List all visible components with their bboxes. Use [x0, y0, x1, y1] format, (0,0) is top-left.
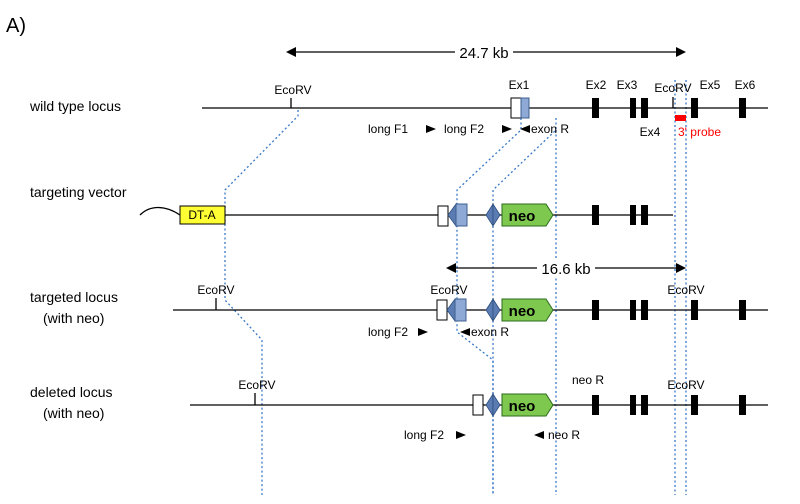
deleted-locus: deleted locus (with neo) EcoRV neo neo R… [30, 373, 768, 442]
deleted-neo-cassette [501, 393, 554, 417]
vector-exon2 [592, 205, 599, 225]
arrowhead-left [286, 47, 296, 57]
primer-long-f2-label-del: long F2 [404, 428, 444, 442]
primer-exon-r-arrow-tg [460, 328, 470, 336]
primer-long-f2-arrow-tg [418, 328, 428, 336]
deleted-loxp-2a [485, 392, 494, 418]
primer-exon-r-label-tg: exon R [471, 325, 509, 339]
measure-label-bg [455, 42, 513, 60]
ecorv-label-wt-1: EcoRV [274, 83, 311, 97]
vector-loxp-left [447, 202, 457, 228]
dta-cassette [179, 205, 226, 225]
plasmid-backbone-curve [139, 206, 181, 216]
targeted-exon1-utr [436, 299, 448, 321]
primer-long-f2-arrow-del [456, 431, 466, 439]
deleted-exon2 [592, 395, 599, 415]
vector-loxp-2b [492, 202, 501, 228]
targeted-exon4 [641, 300, 648, 320]
deleted-exon3 [630, 395, 636, 415]
targeted-neo-cassette [501, 298, 554, 322]
exon1-utr-box [510, 97, 522, 119]
exon1-right-alignment-line [492, 118, 557, 495]
vector-neo-label: neo [509, 208, 536, 225]
row-label-vector: targeting vector [30, 184, 127, 200]
dta-label: DT-A [188, 208, 215, 222]
deleted-exon1-utr [472, 394, 484, 416]
arrowhead-left-2 [446, 263, 456, 273]
ecorv-label-tg-3: EcoRV [667, 283, 704, 297]
row-label-deleted-1: deleted locus [30, 384, 113, 400]
deleted-exon5 [691, 395, 698, 415]
arrowhead-right-2 [676, 263, 686, 273]
deleted-exon6 [739, 395, 746, 415]
primer-long-f2-label-tg: long F2 [368, 325, 408, 339]
targeted-exon6 [739, 300, 746, 320]
ex5-label: Ex5 [700, 78, 721, 92]
wild-type-locus: wild type locus EcoRV Ex1 Ex2 Ex3 Ex4 Ec… [29, 78, 768, 139]
vector-exon1-utr [437, 205, 449, 227]
targeted-loxp-2b [492, 297, 501, 323]
measure-24-7kb: 24.7 kb [286, 42, 686, 62]
deleted-exon4 [641, 395, 648, 415]
exon1-alignment-line [456, 118, 522, 495]
targeted-loxp-left [446, 297, 456, 323]
targeted-exon5 [691, 300, 698, 320]
ecorv-label-del-1: EcoRV [238, 378, 275, 392]
vector-exon4 [641, 205, 648, 225]
ecorv-alignment-line [224, 110, 299, 495]
exon3 [630, 98, 636, 118]
targeted-exon2 [592, 300, 599, 320]
targeted-neo-label: neo [509, 303, 536, 320]
primer-neo-r-arrow-del [534, 431, 544, 439]
vector-neo-cassette [501, 203, 554, 227]
targeted-loxp-2a [485, 297, 494, 323]
measure-16-6kb: 16.6 kb [446, 258, 686, 278]
deleted-loxp-2b [492, 392, 501, 418]
primer-long-f2-label-wt: long F2 [444, 122, 484, 136]
exon4 [641, 98, 648, 118]
deleted-neo-label: neo [509, 398, 536, 415]
panel-label: A) [6, 15, 26, 37]
targeted-exon1-coding [454, 298, 467, 322]
exon5 [691, 98, 698, 118]
exon2 [592, 98, 599, 118]
row-label-deleted-2: (with neo) [43, 405, 104, 421]
row-label-wild-type: wild type locus [29, 98, 121, 114]
arrowhead-right [676, 47, 686, 57]
primer-long-f2-arrow-wt [502, 125, 512, 133]
ex6-label: Ex6 [735, 78, 756, 92]
targeting-vector: targeting vector DT-A neo [30, 184, 673, 228]
ex2-label: Ex2 [586, 78, 607, 92]
ex4-label: Ex4 [640, 125, 661, 139]
targeted-locus: targeted locus (with neo) EcoRV EcoRV ne… [30, 283, 768, 339]
primer-long-f1-arrow [426, 125, 436, 133]
ecorv-label-tg-2: EcoRV [430, 283, 467, 297]
primer-exon-r-label-wt: exon R [531, 122, 569, 136]
vector-loxp-2a [485, 202, 494, 228]
targeted-exon3 [630, 300, 636, 320]
measure-24-7kb-label: 24.7 kb [459, 45, 508, 62]
measure-16-6kb-label: 16.6 kb [541, 261, 590, 278]
measure-label-bg-2 [537, 258, 595, 276]
ex1-label: Ex1 [509, 78, 530, 92]
primer-neo-r-label-del: neo R [548, 428, 580, 442]
3prime-probe-bar [675, 115, 686, 121]
ex3-label: Ex3 [617, 78, 638, 92]
neo-r-label-top: neo R [572, 373, 604, 387]
alignment-lines [224, 80, 687, 495]
primer-exon-r-arrow-wt [520, 125, 530, 133]
ecorv-label-del-2: EcoRV [667, 378, 704, 392]
exon6 [739, 98, 746, 118]
3prime-probe-label: 3' probe [678, 125, 721, 139]
exon1-coding-box [520, 97, 530, 119]
vector-exon1-coding [455, 203, 468, 227]
row-label-targeted-2: (with neo) [43, 310, 104, 326]
ecorv-label-tg-1: EcoRV [197, 283, 234, 297]
vector-exon3 [630, 205, 636, 225]
row-label-targeted-1: targeted locus [30, 289, 118, 305]
ecorv-label-wt-2: EcoRV [654, 81, 691, 95]
primer-long-f1-label: long F1 [368, 122, 408, 136]
